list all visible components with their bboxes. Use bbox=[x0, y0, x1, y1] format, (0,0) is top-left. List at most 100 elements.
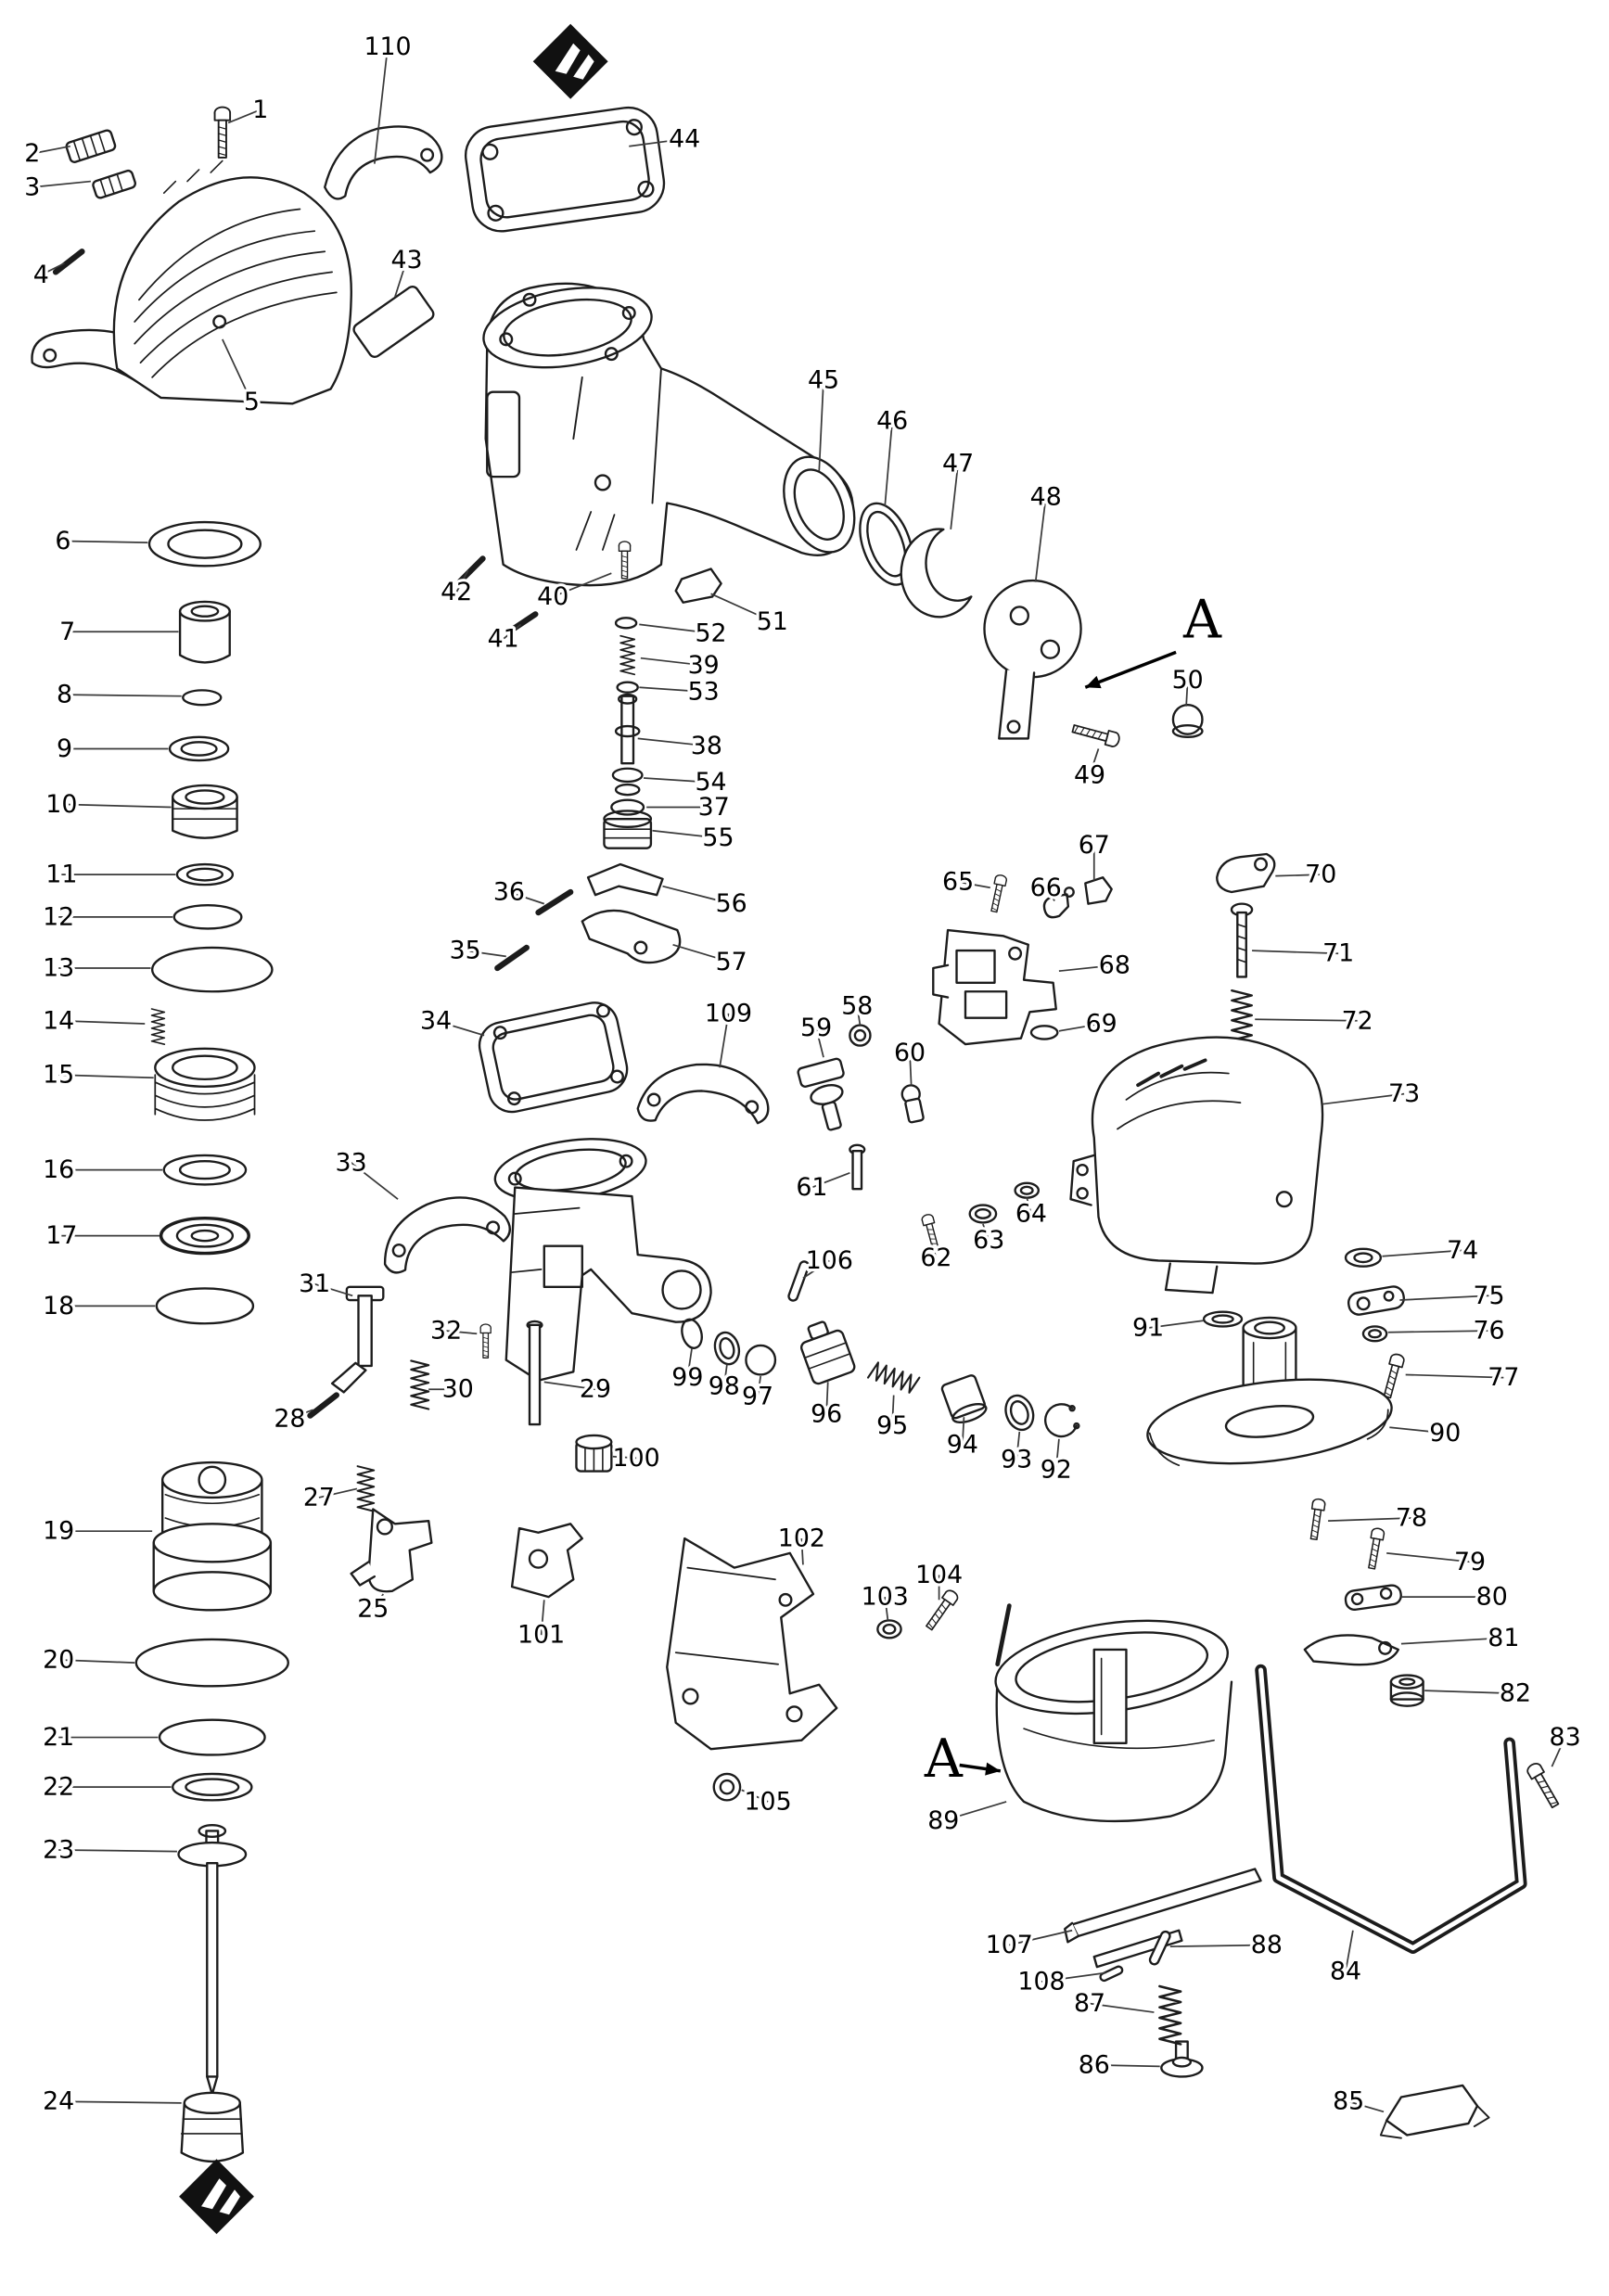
leader-line-38 bbox=[637, 737, 707, 747]
part-label-50: 50 bbox=[1172, 666, 1204, 695]
part-label-14: 14 bbox=[43, 1006, 74, 1035]
part-valve-stem-chain bbox=[581, 541, 682, 964]
leader-line-25 bbox=[372, 1593, 385, 1610]
part-label-102: 102 bbox=[778, 1524, 825, 1553]
part-label-56: 56 bbox=[716, 889, 747, 918]
leader-line-4 bbox=[40, 262, 65, 276]
part-label-15: 15 bbox=[43, 1061, 74, 1090]
part-label-69: 69 bbox=[1086, 1009, 1117, 1038]
part-label-55: 55 bbox=[702, 823, 734, 852]
part-label-63: 63 bbox=[973, 1226, 1004, 1255]
part-label-46: 46 bbox=[876, 407, 908, 436]
leader-line-105 bbox=[741, 1789, 769, 1803]
leader-line-73 bbox=[1322, 1092, 1405, 1105]
part-label-97: 97 bbox=[742, 1383, 773, 1411]
part-handle-109 bbox=[636, 1063, 770, 1125]
leader-line-91 bbox=[1147, 1320, 1205, 1329]
part-lever-81 bbox=[1303, 1634, 1399, 1666]
leader-line-45 bbox=[818, 379, 824, 471]
leader-line-1 bbox=[227, 108, 262, 124]
part-label-42: 42 bbox=[441, 578, 472, 606]
part-label-47: 47 bbox=[942, 449, 974, 478]
part-label-87: 87 bbox=[1074, 1989, 1105, 2018]
part-guide-body bbox=[493, 1138, 712, 1382]
leader-line-47 bbox=[950, 463, 959, 529]
leader-line-53 bbox=[639, 686, 704, 693]
part-label-71: 71 bbox=[1322, 939, 1354, 968]
leader-line-76 bbox=[1387, 1330, 1489, 1333]
part-label-7: 7 bbox=[59, 618, 75, 646]
leader-line-51 bbox=[710, 593, 773, 623]
leader-line-108 bbox=[1041, 1971, 1106, 1983]
leader-line-42 bbox=[455, 569, 469, 593]
part-label-38: 38 bbox=[691, 732, 722, 760]
leader-line-71 bbox=[1252, 950, 1339, 955]
leader-line-5 bbox=[222, 338, 253, 403]
leader-line-65 bbox=[957, 881, 990, 889]
part-label-35: 35 bbox=[450, 937, 481, 965]
part-cap-assembly bbox=[31, 106, 443, 405]
part-label-5: 5 bbox=[244, 388, 260, 416]
part-label-81: 81 bbox=[1488, 1624, 1519, 1652]
part-gasket-34 bbox=[478, 1001, 629, 1114]
part-bolt-71 bbox=[1230, 902, 1254, 978]
leader-line-102 bbox=[800, 1538, 804, 1565]
part-label-60: 60 bbox=[894, 1039, 926, 1067]
part-label-3: 3 bbox=[24, 172, 40, 201]
part-label-101: 101 bbox=[517, 1621, 565, 1650]
part-pin-36 bbox=[535, 888, 574, 916]
leader-line-103 bbox=[884, 1597, 889, 1621]
part-label-13: 13 bbox=[43, 954, 74, 983]
part-label-73: 73 bbox=[1388, 1079, 1420, 1108]
part-label-49: 49 bbox=[1074, 760, 1105, 789]
leader-line-89 bbox=[943, 1801, 1007, 1822]
part-piston-chain bbox=[681, 1260, 1080, 1438]
leader-line-83 bbox=[1551, 1737, 1566, 1767]
part-label-19: 19 bbox=[43, 1517, 74, 1546]
leader-line-75 bbox=[1399, 1295, 1489, 1301]
leader-line-90 bbox=[1389, 1426, 1446, 1435]
part-door-pin-31 bbox=[330, 1285, 385, 1394]
part-washers-74-77 bbox=[1344, 1247, 1406, 1400]
part-label-94: 94 bbox=[947, 1431, 978, 1460]
part-label-74: 74 bbox=[1447, 1236, 1478, 1265]
part-label-103: 103 bbox=[862, 1583, 909, 1612]
part-label-93: 93 bbox=[1001, 1445, 1032, 1473]
part-terminal-2 bbox=[65, 129, 117, 163]
leader-line-94 bbox=[961, 1417, 965, 1446]
leader-line-101 bbox=[540, 1600, 545, 1636]
part-label-75: 75 bbox=[1474, 1282, 1505, 1310]
leader-line-69 bbox=[1058, 1023, 1102, 1032]
leader-line-41 bbox=[503, 623, 522, 640]
section-marker-2: A bbox=[924, 1728, 964, 1790]
part-label-110: 110 bbox=[364, 32, 411, 61]
leader-line-27 bbox=[318, 1487, 358, 1499]
leader-line-74 bbox=[1382, 1249, 1463, 1257]
part-label-89: 89 bbox=[927, 1806, 959, 1835]
leader-line-33 bbox=[351, 1162, 399, 1200]
part-label-106: 106 bbox=[806, 1246, 853, 1275]
part-label-53: 53 bbox=[688, 677, 720, 706]
part-label-107: 107 bbox=[986, 1931, 1033, 1959]
leader-line-57 bbox=[672, 943, 732, 963]
leader-line-110 bbox=[373, 46, 389, 164]
makita-logo-bottom bbox=[179, 2159, 254, 2235]
leader-line-15 bbox=[58, 1074, 154, 1079]
leader-line-64 bbox=[1026, 1197, 1032, 1215]
leader-line-32 bbox=[446, 1330, 478, 1335]
leader-line-29 bbox=[543, 1381, 596, 1391]
part-label-99: 99 bbox=[671, 1363, 703, 1392]
part-trigger-group bbox=[797, 873, 1113, 1253]
part-name-plate bbox=[352, 285, 435, 359]
part-label-40: 40 bbox=[537, 582, 568, 611]
leader-line-59 bbox=[815, 1027, 824, 1058]
leader-line-60 bbox=[909, 1052, 913, 1086]
part-label-59: 59 bbox=[800, 1014, 832, 1042]
leader-line-52 bbox=[639, 623, 711, 634]
part-label-43: 43 bbox=[390, 246, 422, 274]
part-label-30: 30 bbox=[442, 1375, 474, 1404]
part-label-108: 108 bbox=[1017, 1967, 1065, 1996]
part-label-31: 31 bbox=[299, 1269, 330, 1298]
leader-line-44 bbox=[629, 137, 685, 147]
